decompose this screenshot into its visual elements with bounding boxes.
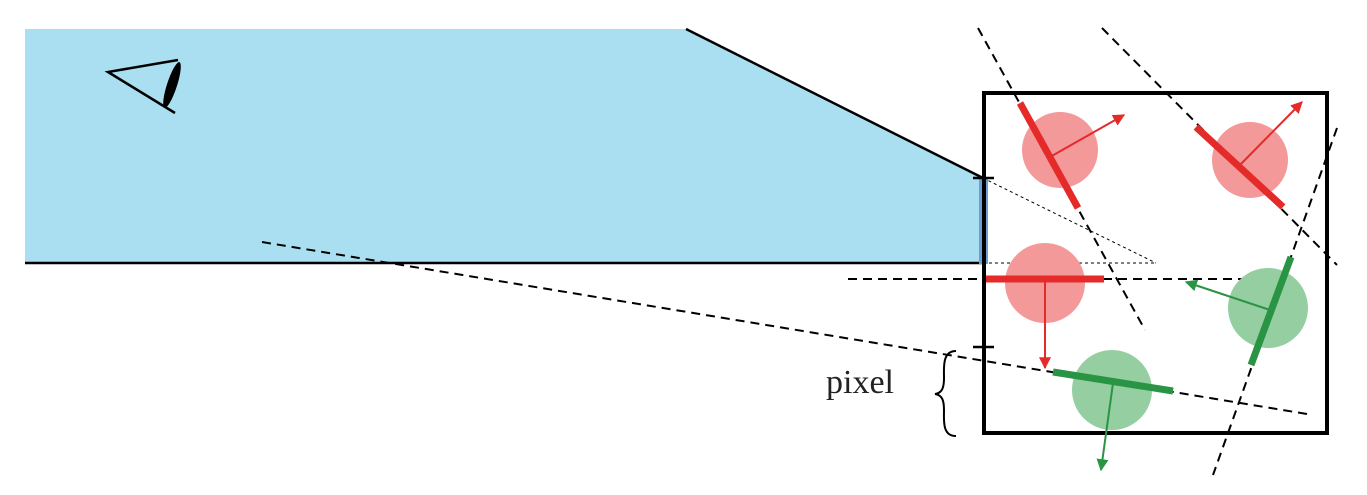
back-facing-surfel (1184, 255, 1308, 367)
front-facing-surfel (986, 243, 1104, 370)
back-facing-surfel (1052, 350, 1174, 472)
view-frustum (25, 29, 983, 263)
surfel-plane (1016, 101, 1082, 210)
eye-icon (104, 58, 181, 115)
pixel-region-box (982, 91, 1329, 435)
surfel-plane (1052, 368, 1174, 395)
normal-arrow-icon (1096, 382, 1114, 472)
surfel-disc (1228, 268, 1308, 348)
normal-arrow-icon (1237, 101, 1303, 168)
surfel-plane (1193, 124, 1286, 210)
frustum-top-extension (982, 177, 1157, 264)
normal-arrow-icon (1184, 279, 1271, 311)
front-facing-surfel (1193, 101, 1303, 210)
surfel-disc (1212, 122, 1288, 198)
curly-brace-icon (934, 350, 957, 437)
frustum-top-edge (685, 27, 984, 180)
pixel-label: pixel (826, 364, 894, 401)
surfel-disc (1022, 112, 1098, 188)
tangent-line (261, 241, 1308, 415)
front-facing-surfel (1016, 101, 1126, 210)
normal-arrow-icon (1049, 114, 1126, 158)
surfel-plane (1247, 255, 1295, 367)
